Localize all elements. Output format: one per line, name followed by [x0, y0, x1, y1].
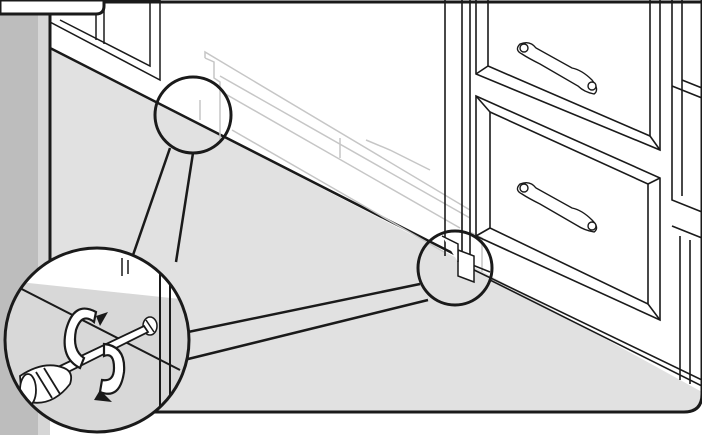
step-tab: [0, 0, 104, 14]
